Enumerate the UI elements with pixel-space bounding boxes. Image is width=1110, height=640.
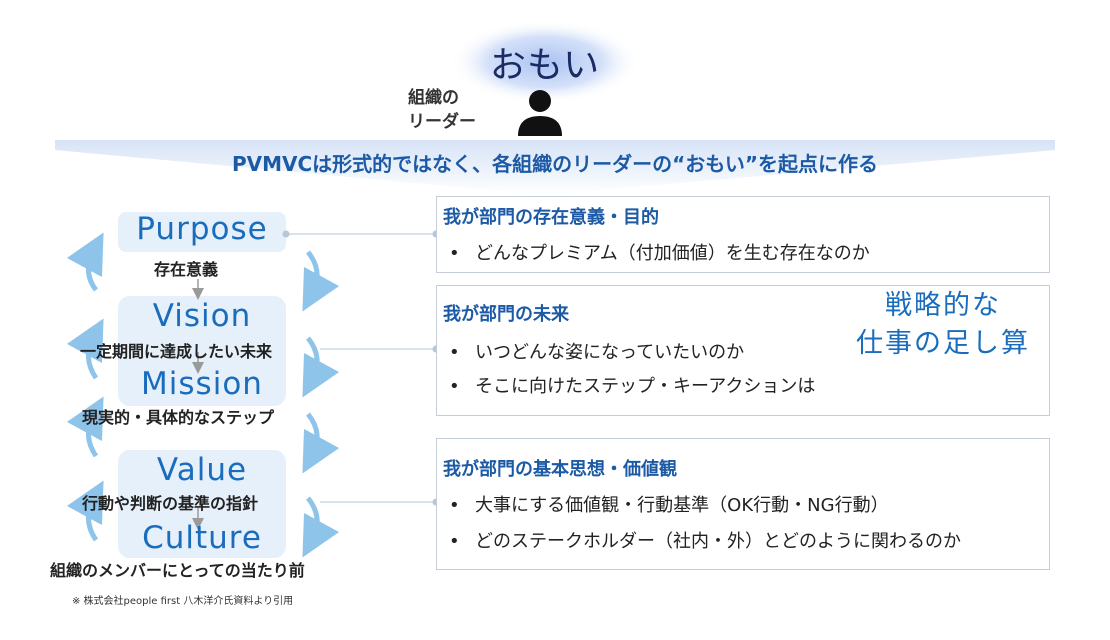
person-icon	[518, 90, 562, 136]
list-item: • どのステークホルダー（社内・外）とどのように関わるのか	[449, 527, 961, 553]
box-title: 我が部門の基本思想・価値観	[443, 459, 677, 480]
value-sub: 行動や判断の基準の指針	[82, 494, 259, 513]
omoi-glow	[450, 20, 640, 104]
bullet-icon: •	[449, 495, 460, 516]
cycle-arrow-icon	[66, 318, 104, 380]
value-term: Value	[156, 452, 248, 488]
bullet-text: そこに向けたステップ・キーアクションは	[475, 376, 816, 397]
cycle-arrow-icon	[66, 480, 104, 542]
senryaku-label: 戦略的な 仕事の足し算	[848, 287, 1038, 363]
cycle-arrow-icon	[302, 412, 340, 474]
culture-sub: 組織のメンバーにとっての当たり前	[50, 561, 305, 580]
leader-label-line2: リーダー	[408, 112, 476, 132]
leader-label: 組織の リーダー	[408, 86, 498, 134]
omoi-title: おもい	[489, 45, 601, 86]
list-item: • そこに向けたステップ・キーアクションは	[449, 372, 815, 398]
leader-label-line1: 組織の	[408, 88, 459, 108]
headline: PVMVCは形式的ではなく、各組織のリーダーの“おもい”を起点に作る	[231, 152, 879, 176]
cycle-arrow-icon	[302, 250, 340, 312]
bullet-text: どんなプレミアム（付加価値）を生む存在なのか	[475, 243, 870, 264]
headline-banner	[55, 140, 1055, 195]
senryaku-line2: 仕事の足し算	[856, 328, 1030, 359]
bullet-icon: •	[449, 342, 460, 363]
value-culture-pill	[118, 450, 286, 558]
bullet-text: いつどんな姿になっていたいのか	[475, 342, 745, 363]
purpose-pill	[118, 212, 286, 252]
vision-term: Vision	[152, 298, 252, 334]
vision-mission-pill	[118, 296, 286, 406]
bullet-icon: •	[449, 531, 460, 552]
cycle-arrow-icon	[302, 336, 340, 398]
vision-sub: 一定期間に達成したい未来	[80, 342, 273, 361]
list-item: • どんなプレミアム（付加価値）を生む存在なのか	[449, 239, 870, 265]
mission-term: Mission	[141, 366, 263, 402]
vision-mission-box: 我が部門の未来 • いつどんな姿になっていたいのか • そこに向けたステップ・キーア…	[436, 285, 1050, 416]
bullet-icon: •	[449, 243, 460, 264]
box-title: 我が部門の存在意義・目的	[443, 207, 659, 228]
culture-term: Culture	[142, 520, 262, 556]
purpose-box: 我が部門の存在意義・目的 • どんなプレミアム（付加価値）を生む存在なのか	[436, 196, 1050, 273]
list-item: • いつどんな姿になっていたいのか	[449, 338, 744, 364]
senryaku-line1: 戦略的な	[885, 290, 1001, 321]
source-credit: ※ 株式会社people first 八木洋介氏資料より引用	[72, 596, 294, 607]
purpose-sub: 存在意義	[154, 260, 219, 279]
bullet-text: どのステークホルダー（社内・外）とどのように関わるのか	[475, 531, 961, 552]
bullet-icon: •	[449, 376, 460, 397]
value-culture-box: 我が部門の基本思想・価値観 •大事にする価値観・行動基準（OK行動・NG行動） …	[436, 438, 1050, 570]
mission-sub: 現実的・具体的なステップ	[82, 408, 275, 427]
box-title: 我が部門の未来	[443, 304, 569, 325]
cycle-arrow-icon	[66, 232, 104, 292]
purpose-term: Purpose	[136, 211, 268, 247]
bullet-text: 大事にする価値観・行動基準（OK行動・NG行動）	[475, 495, 889, 516]
cycle-arrow-icon	[66, 396, 104, 458]
cycle-arrow-icon	[302, 496, 340, 558]
list-item: • 大事にする価値観・行動基準（OK行動・NG行動）	[449, 491, 889, 517]
